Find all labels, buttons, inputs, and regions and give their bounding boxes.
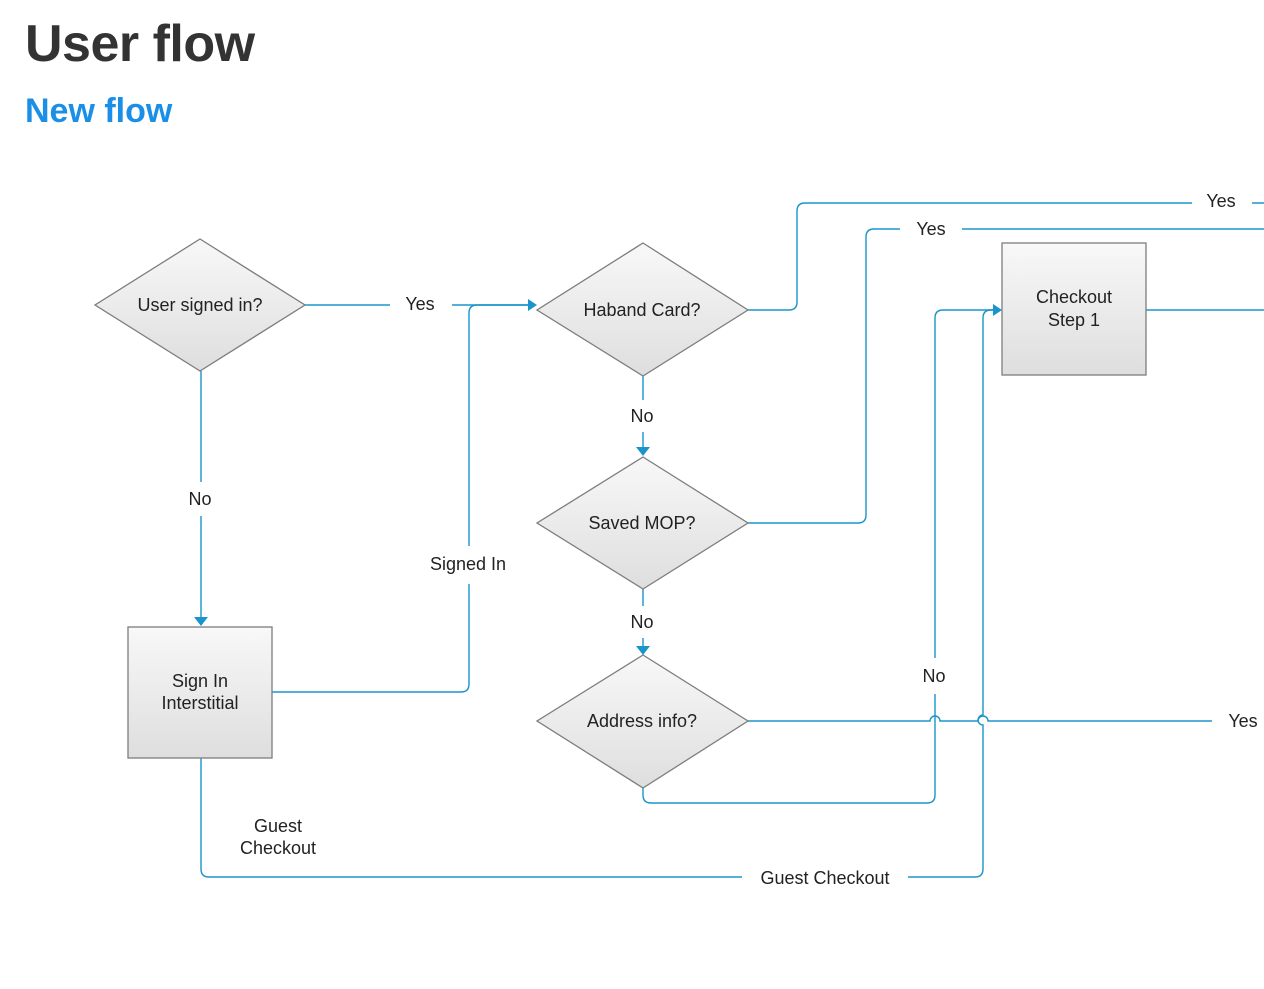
page-title: User flow [25, 15, 255, 73]
arrowhead [194, 617, 208, 626]
edge-label-yes: Yes [405, 294, 434, 314]
process-label-line-2: Step 1 [1048, 310, 1100, 330]
decision-label: Saved MOP? [588, 513, 695, 533]
decision-label: Address info? [587, 711, 697, 731]
decision-user-signed-in[interactable]: User signed in? [93, 238, 307, 372]
edge-haband-yes [748, 202, 1264, 311]
edge-saved-mop-yes [748, 228, 1264, 524]
arrowhead [528, 299, 537, 311]
edge-label-no: No [630, 612, 653, 632]
arrowhead [993, 304, 1002, 316]
edge-label-guest-checkout-line-2: Checkout [240, 838, 316, 858]
edge-label-yes: Yes [1206, 191, 1235, 211]
edge-address-no [642, 309, 993, 804]
edge-label-guest-checkout: Guest Checkout [760, 868, 889, 888]
decision-label: Haband Card? [583, 300, 700, 320]
edge-label-no: No [922, 666, 945, 686]
process-sign-in-interstitial[interactable]: Sign In Interstitial [127, 626, 273, 759]
process-label-line-2: Interstitial [161, 693, 238, 713]
edge-label-signed-in: Signed In [430, 554, 506, 574]
edge-label-yes: Yes [1228, 711, 1257, 731]
edge-label-yes: Yes [916, 219, 945, 239]
edge-signed-in-from-interstitial [272, 304, 528, 693]
edge-label-no: No [630, 406, 653, 426]
decision-label: User signed in? [137, 295, 262, 315]
edge-guest-checkout [200, 309, 993, 878]
arrowhead [636, 447, 650, 456]
decision-haband-card[interactable]: Haband Card? [535, 242, 750, 377]
edge-label-no: No [188, 489, 211, 509]
edge-label-guest-checkout-line-1: Guest [254, 816, 302, 836]
edge-address-yes [748, 715, 1212, 722]
process-label-line-1: Sign In [172, 671, 228, 691]
process-label-line-1: Checkout [1036, 287, 1112, 307]
decision-saved-mop[interactable]: Saved MOP? [535, 456, 750, 590]
page-subtitle: New flow [25, 92, 173, 130]
process-checkout-step-1[interactable]: Checkout Step 1 [1001, 242, 1147, 376]
arrowhead [636, 646, 650, 655]
decision-address-info[interactable]: Address info? [535, 654, 750, 789]
